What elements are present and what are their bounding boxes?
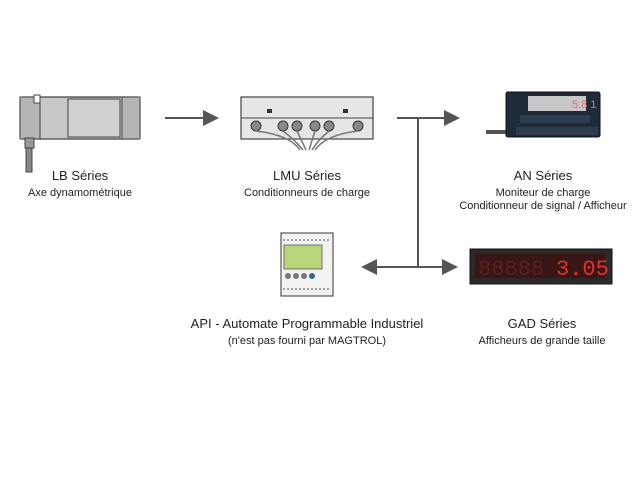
an-title: AN Séries — [513, 168, 573, 183]
lb-load-pin-image — [19, 94, 141, 173]
api-subtitle: (n'est pas fourni par MAGTROL) — [228, 335, 386, 347]
lmu-subtitle: Conditionneurs de charge — [244, 187, 370, 199]
an-subtitle-1: Moniteur de charge — [495, 187, 591, 199]
an-subtitle-2: Conditionneur de signal / Afficheur — [459, 200, 627, 212]
svg-text:88888: 88888 — [478, 257, 544, 282]
lb-subtitle: Axe dynamométrique — [28, 187, 132, 199]
lmu-conditioner-image — [240, 96, 374, 151]
an-display-value: 5.8 1 — [572, 99, 596, 111]
an-monitor-image: 5.8 1 — [486, 91, 601, 138]
api-plc-image — [280, 232, 334, 297]
gad-title: GAD Séries — [507, 316, 577, 331]
gad-subtitle: Afficheurs de grande taille — [478, 335, 606, 347]
gad-display-image: 88888 3.05 — [469, 248, 613, 285]
gad-display-value: 3.05 — [556, 257, 609, 282]
api-title: API - Automate Programmable Industriel — [190, 316, 424, 331]
lb-title: LB Séries — [51, 168, 109, 183]
lmu-title: LMU Séries — [273, 168, 341, 183]
